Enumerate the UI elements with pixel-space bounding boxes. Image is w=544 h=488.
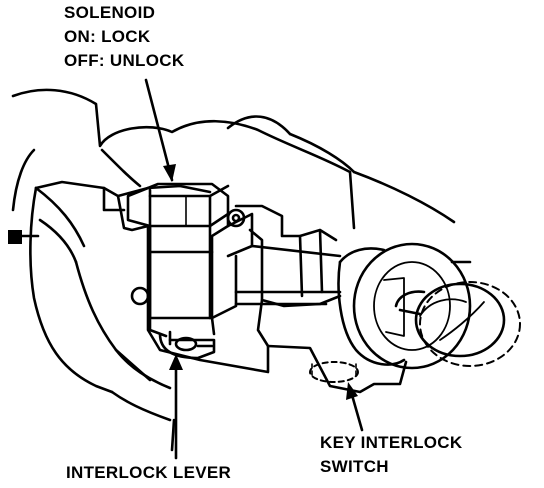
solenoid-body [126,182,254,338]
solenoid-off-label: OFF: UNLOCK [64,51,185,70]
key [394,281,521,367]
solenoid-leader-line [144,78,174,182]
key-interlock-switch-part [309,361,359,383]
lock-housing [8,180,408,452]
key-switch-arrowhead [346,382,358,400]
solenoid-callout: SOLENOID ON: LOCK OFF: UNLOCK [64,1,184,73]
solenoid-label: SOLENOID [64,3,156,22]
leader-lines [144,78,364,460]
interlock-lever-arrowhead [169,354,183,370]
solenoid-arrowhead [163,164,176,182]
interlock-lever-part [158,330,216,360]
column-background [11,88,456,230]
key-interlock-label-line2: SWITCH [320,457,389,476]
interlock-lever-callout: INTERLOCK LEVER [66,461,231,485]
key-cylinder [337,242,472,370]
lock-shaft [234,244,342,306]
solenoid-on-label: ON: LOCK [64,27,151,46]
interlock-lever-label: INTERLOCK LEVER [66,463,232,482]
key-interlock-label-line1: KEY INTERLOCK [320,433,463,452]
key-interlock-switch-callout: KEY INTERLOCK SWITCH [320,431,462,479]
